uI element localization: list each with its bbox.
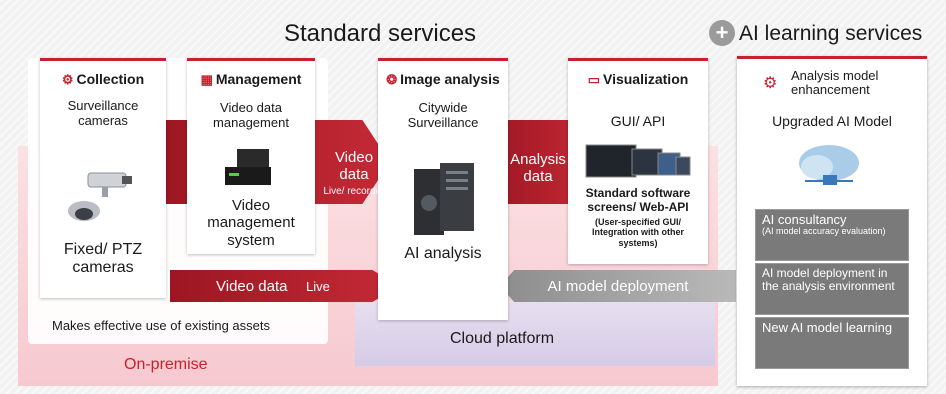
new-ai-model-learning-title: New AI model learning xyxy=(762,320,893,335)
ai-consultancy-title: AI consultancy xyxy=(762,212,847,227)
gui-api: GUI/ API xyxy=(610,113,666,129)
analysis-data-label: Analysis data xyxy=(510,151,566,185)
recorder-device-icon xyxy=(219,147,283,196)
cloud-platform-label: Cloud platform xyxy=(450,330,555,347)
live-label: Live xyxy=(306,279,330,294)
visualization-note: (User-specified GUI/ Integration with ot… xyxy=(592,217,684,248)
analysis-model-icon: ⚙ xyxy=(763,75,778,92)
image-analysis-title: Image analysis xyxy=(400,71,500,87)
ai-consultancy-sub: (AI model accuracy evaluation) xyxy=(762,226,886,237)
existing-assets-text: Makes effective use of existing assets xyxy=(52,318,270,333)
ai-learning-panel: ⚙ Analysis model enhancement Upgraded AI… xyxy=(737,56,927,386)
management-card: ▦Management Video data management Video … xyxy=(187,58,315,254)
video-data-live-arrow: Video data Live xyxy=(170,270,400,302)
visualization-title: Visualization xyxy=(602,71,689,87)
on-premise-label: On-premise xyxy=(124,356,208,373)
server-tower-icon xyxy=(410,159,480,244)
surveillance-camera-icon xyxy=(66,167,142,232)
gears-icon: ⚙ xyxy=(61,72,74,87)
ai-model-deployment-item-title: AI model deployment in the analysis envi… xyxy=(762,266,895,294)
standard-services-title: Standard services xyxy=(283,20,477,47)
fixed-ptz-cameras: Fixed/ PTZ cameras xyxy=(63,241,143,277)
citywide-surveillance: Citywide Surveillance xyxy=(407,100,479,130)
collection-subtitle: Surveillance cameras xyxy=(67,98,139,128)
visualization-card: ▭Visualization GUI/ API Standard softwar… xyxy=(568,58,708,264)
management-title: Management xyxy=(215,71,302,87)
ai-model-deployment-arrow: AI model deployment xyxy=(500,270,736,302)
server-rack-icon: ▦ xyxy=(200,72,213,87)
ai-model-deployment-item: AI model deployment in the analysis envi… xyxy=(755,263,909,315)
collection-title: Collection xyxy=(76,71,145,87)
ai-consultancy-item: AI consultancy (AI model accuracy evalua… xyxy=(755,209,909,261)
monitor-icon: ▭ xyxy=(587,72,600,87)
standard-software-screens: Standard software screens/ Web-API xyxy=(585,186,691,214)
plus-icon: + xyxy=(709,20,735,46)
video-management-system: Video management system xyxy=(207,197,295,249)
brain-icon: ❂ xyxy=(386,72,398,87)
new-ai-model-learning-item: New AI model learning xyxy=(755,317,909,369)
management-subtitle: Video data management xyxy=(213,100,289,130)
video-data-label: Video data xyxy=(334,149,374,183)
image-analysis-card: ❂Image analysis Citywide Surveillance AI… xyxy=(378,58,508,320)
video-data-live-label: Video data xyxy=(216,278,288,295)
ai-learning-services-title: AI learning services xyxy=(739,22,923,45)
live-recorded-label: Live/ recorded xyxy=(323,186,387,197)
cloud-network-icon xyxy=(787,139,871,196)
ai-analysis: AI analysis xyxy=(404,245,482,262)
analysis-model-enhancement-title: Analysis model enhancement xyxy=(791,68,879,98)
screens-icon xyxy=(584,141,694,188)
ai-model-deployment-label: AI model deployment xyxy=(547,278,689,295)
collection-card: ⚙Collection Surveillance cameras Fixed/ … xyxy=(40,58,166,298)
upgraded-ai-model: Upgraded AI Model xyxy=(772,113,892,129)
